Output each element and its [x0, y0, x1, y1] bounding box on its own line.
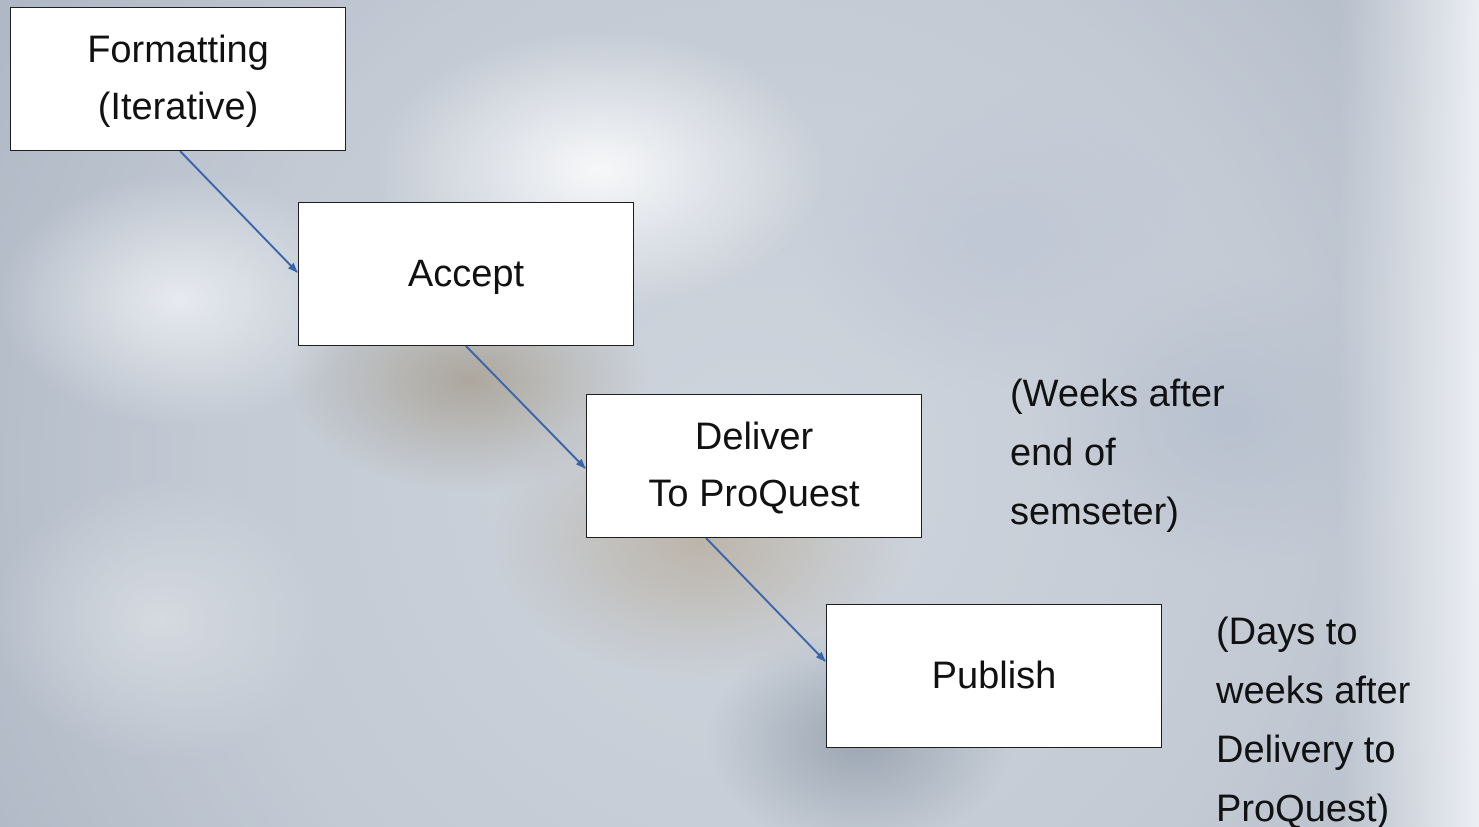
note-deliver-line: semseter)	[1010, 490, 1179, 533]
note-publish-line: ProQuest)	[1216, 787, 1390, 827]
arrow-deliver-to-publish	[705, 537, 826, 662]
note-publish-line: (Days to	[1216, 611, 1358, 653]
arrow-accept-to-deliver	[465, 345, 586, 469]
step-deliver: Deliver To ProQuest	[586, 394, 922, 538]
note-publish-line: weeks after	[1216, 669, 1411, 712]
background-corner-haze	[1339, 0, 1479, 827]
note-deliver-line: end of	[1010, 431, 1116, 474]
arrow-formatting-to-accept	[179, 150, 298, 273]
note-publish-line: Delivery to	[1216, 728, 1396, 771]
step-accept-title: Accept	[407, 252, 525, 295]
step-formatting-subtitle: (Iterative)	[97, 86, 259, 128]
step-formatting-title: Formatting	[87, 29, 269, 71]
step-deliver-subtitle: To ProQuest	[648, 473, 860, 515]
step-formatting: Formatting (Iterative)	[10, 7, 346, 151]
step-accept: Accept	[298, 202, 634, 346]
step-publish: Publish	[826, 604, 1162, 748]
note-publish-timing: (Days to weeks after Delivery to ProQues…	[1216, 603, 1410, 827]
note-deliver-line: (Weeks after	[1010, 373, 1225, 415]
note-deliver-timing: (Weeks after end of semseter)	[1010, 365, 1225, 542]
step-publish-title: Publish	[931, 654, 1057, 697]
step-deliver-title: Deliver	[694, 416, 814, 458]
